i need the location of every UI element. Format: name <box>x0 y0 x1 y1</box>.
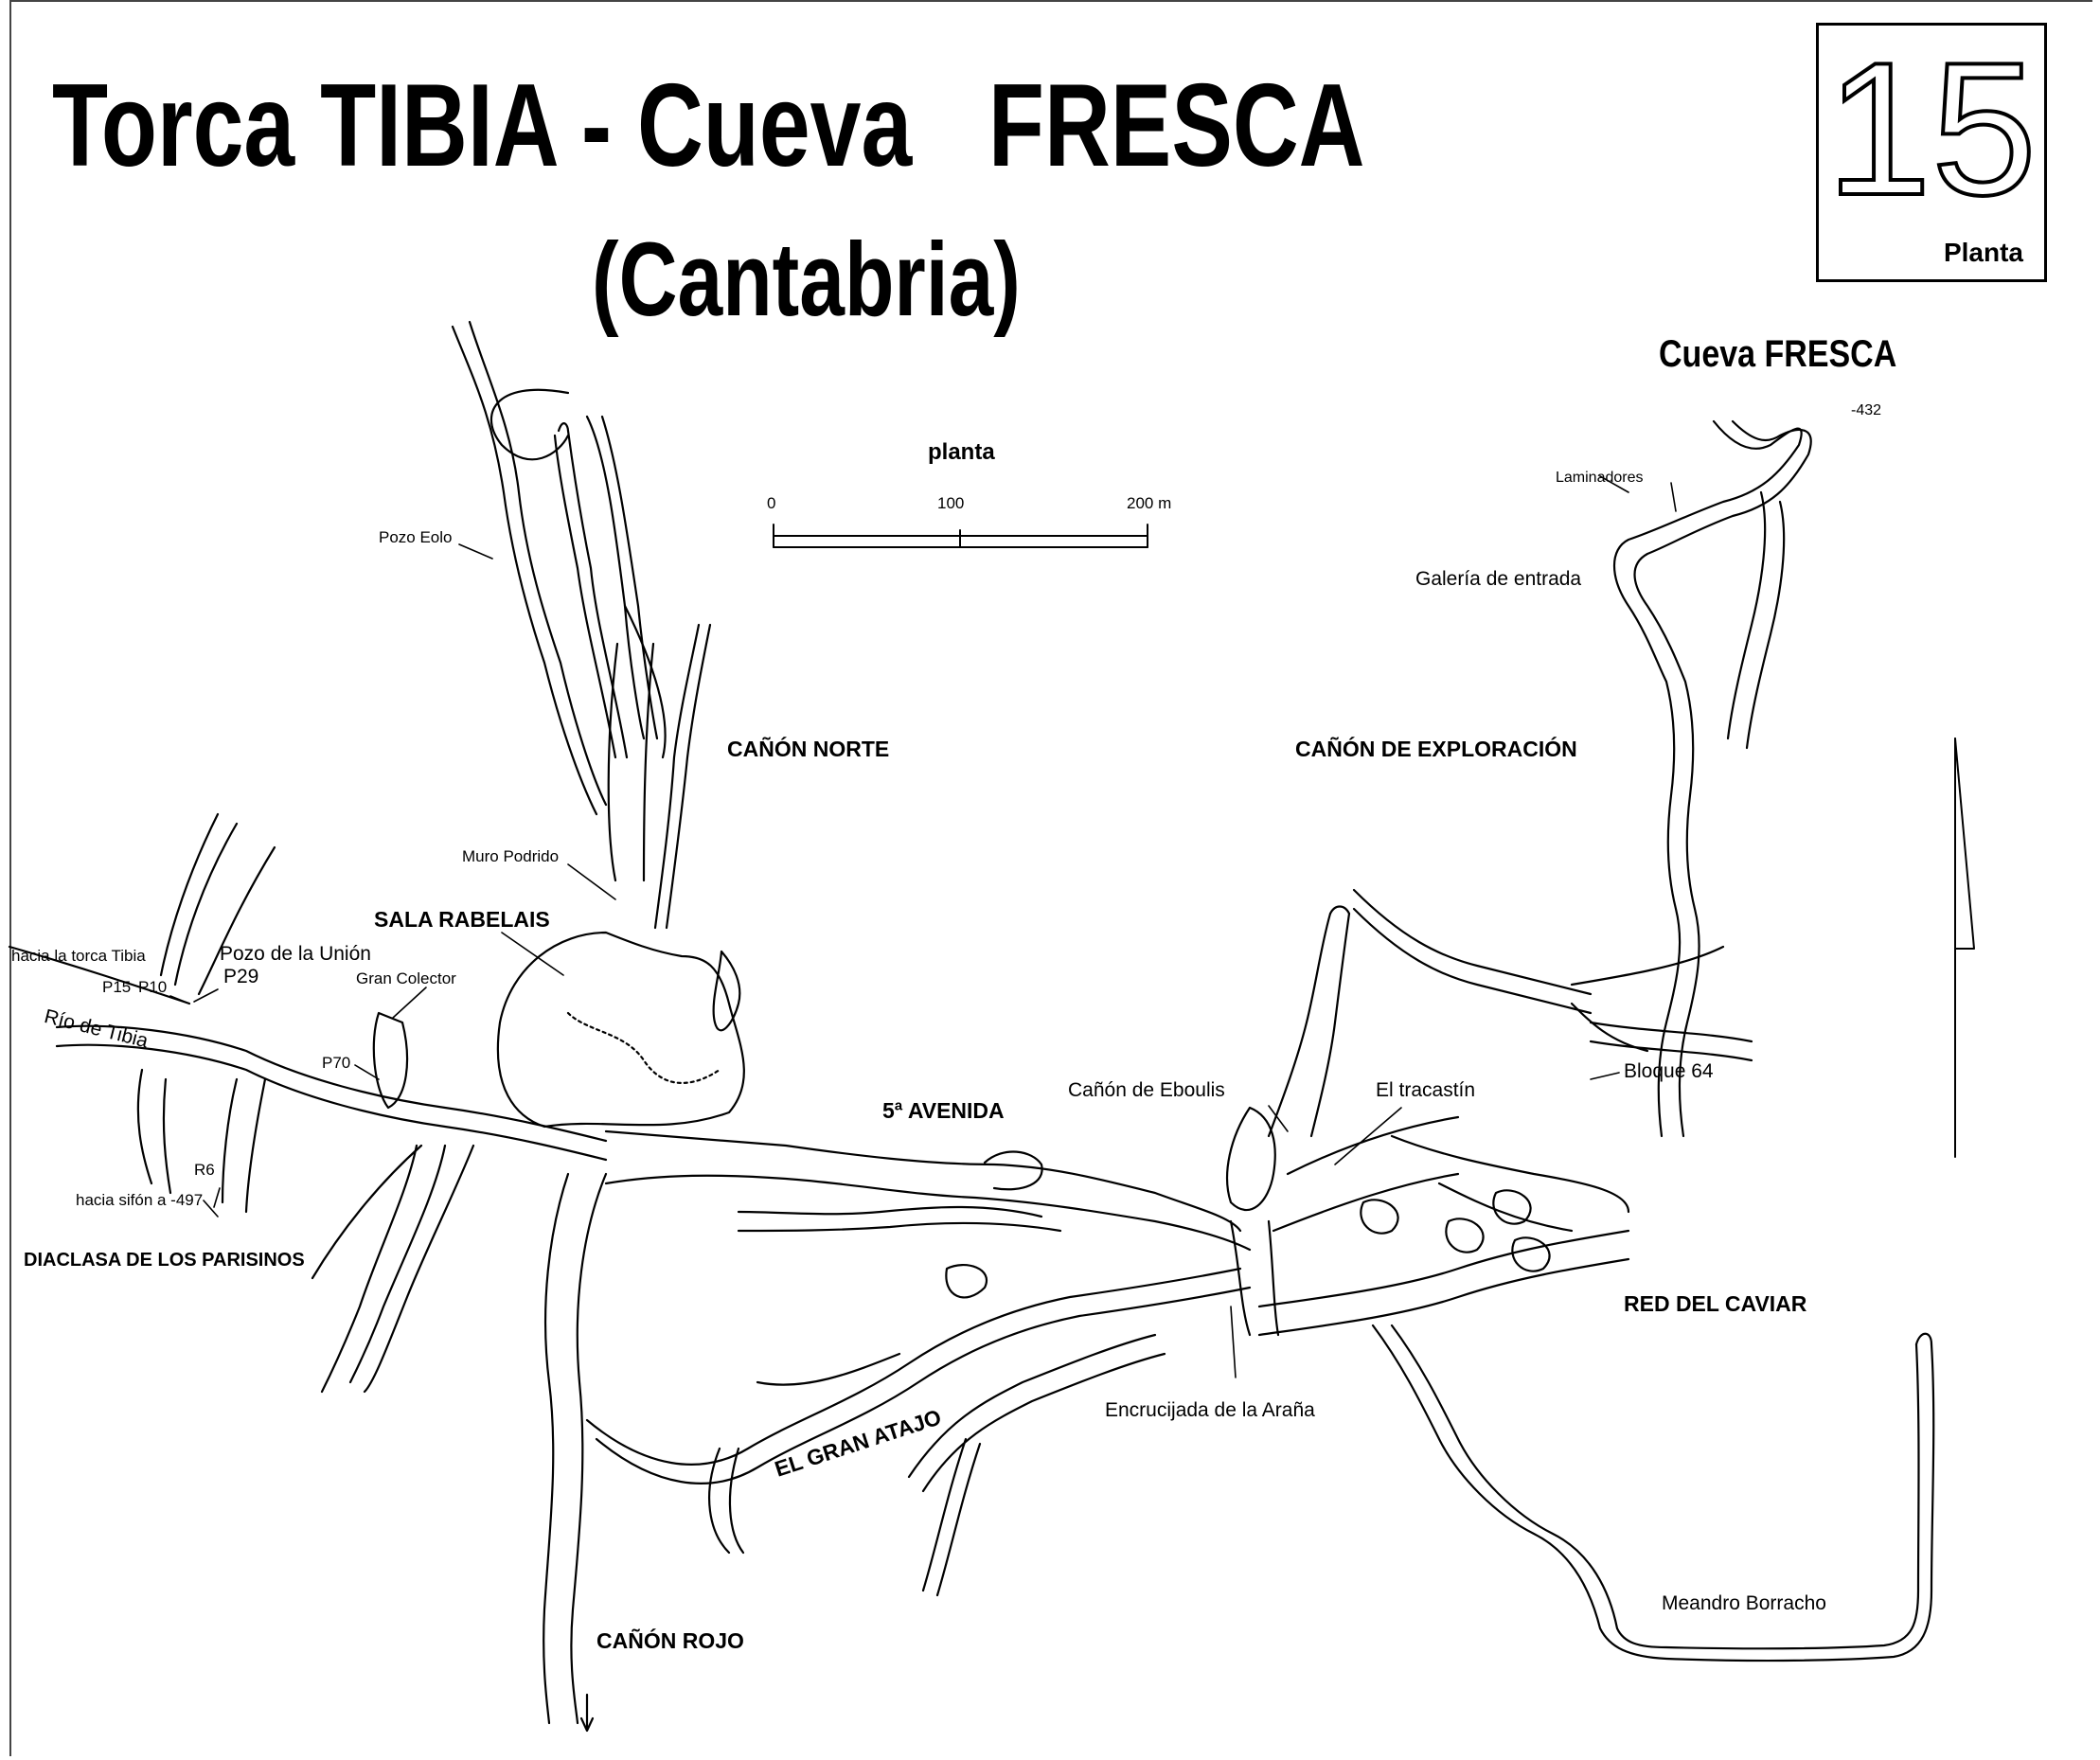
north-arrow <box>1954 738 1975 1158</box>
label-quinta-avenida: 5ª AVENIDA <box>882 1098 1005 1123</box>
canon-norte-passages <box>451 320 712 930</box>
meandro-borracho <box>1371 1324 1935 1662</box>
label-canon-norte: CAÑÓN NORTE <box>727 737 890 761</box>
label-laminadores: Laminadores <box>1556 470 1644 486</box>
label-hacia-sifon: hacia sifón a -497 <box>76 1191 204 1209</box>
sheet-label: Planta <box>1943 238 2023 267</box>
depth-label: -432 <box>1851 402 1882 418</box>
label-meandro: Meandro Borracho <box>1662 1592 1826 1614</box>
scale-tick-100: 100 <box>937 494 965 512</box>
gran-atajo <box>585 1264 1252 1597</box>
label-galeria-entrada: Galería de entrada <box>1415 568 1582 590</box>
sheet-number-box: 15 Planta <box>1816 23 2047 282</box>
eboulis-area <box>1225 905 1460 1337</box>
cueva-fresca-title: Cueva FRESCA <box>1659 333 1897 375</box>
quinta-avenida <box>604 1129 1252 1252</box>
page-frame <box>9 0 2092 1756</box>
label-muro-podrido: Muro Podrido <box>462 847 560 865</box>
red-del-caviar <box>1257 1134 1630 1337</box>
sala-rabelais <box>496 931 745 1129</box>
label-p15: P15 <box>102 978 132 996</box>
map-subtitle: (Cantabria) <box>592 222 1021 338</box>
label-canon-rojo: CAÑÓN ROJO <box>596 1628 744 1653</box>
label-p29: P29 <box>223 966 259 987</box>
map-title: Torca TIBIA - Cueva FRESCA <box>52 61 1365 191</box>
scale-tick-0: 0 <box>767 494 776 512</box>
leader-lines <box>169 475 1677 1378</box>
sheet-number: 15 <box>1824 24 2038 235</box>
label-canon-eboulis: Cañón de Eboulis <box>1068 1079 1225 1101</box>
diaclasa-passages <box>8 812 608 1394</box>
label-gran-colector: Gran Colector <box>356 969 456 987</box>
label-bloque64: Bloque 64 <box>1624 1060 1714 1082</box>
label-red-caviar: RED DEL CAVIAR <box>1624 1291 1807 1316</box>
label-tracastin: El tracastín <box>1376 1079 1476 1101</box>
label-p10: P10 <box>138 978 168 996</box>
canon-rojo <box>543 1172 608 1733</box>
label-r6: R6 <box>194 1161 215 1179</box>
label-diaclasa: DIACLASA DE LOS PARISINOS <box>24 1250 305 1271</box>
label-canon-exploracion: CAÑÓN DE EXPLORACIÓN <box>1295 737 1577 761</box>
scale-tick-200: 200 m <box>1127 494 1172 512</box>
label-pozo-eolo: Pozo Eolo <box>379 528 453 546</box>
cueva-fresca-passages <box>1352 419 1812 1138</box>
label-p70: P70 <box>322 1054 351 1072</box>
label-sala-rabelais: SALA RABELAIS <box>374 907 550 932</box>
label-pozo-union: Pozo de la Unión <box>220 943 371 965</box>
label-encrucijada: Encrucijada de la Araña <box>1105 1399 1315 1421</box>
label-hacia-torca: hacia la torca Tibia <box>11 947 146 965</box>
scale-title: planta <box>928 439 995 465</box>
scale-bar <box>773 524 1148 548</box>
